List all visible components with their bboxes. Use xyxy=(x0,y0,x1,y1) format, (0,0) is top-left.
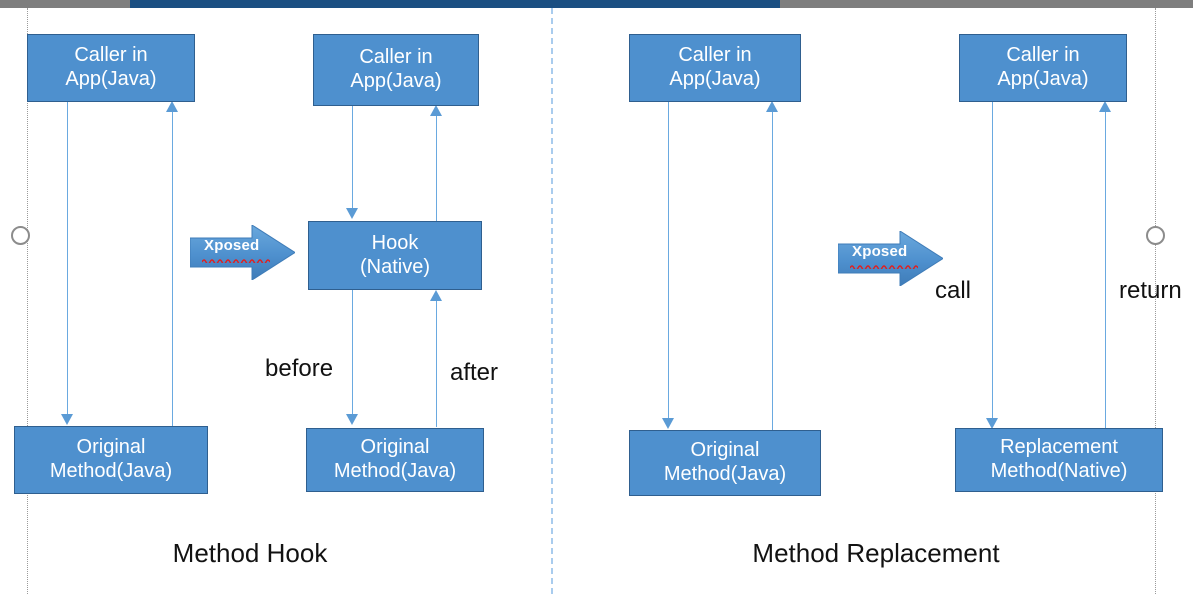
node-caller-app-2[interactable]: Caller in App(Java) xyxy=(313,34,479,106)
node-replacement-method[interactable]: Replacement Method(Native) xyxy=(955,428,1163,492)
xposed-arrow-label: Xposed xyxy=(852,243,908,260)
node-original-method-1[interactable]: Original Method(Java) xyxy=(14,426,208,494)
node-line-2: App(Java) xyxy=(669,68,761,90)
xposed-arrow-left[interactable]: Xposed xyxy=(190,225,295,280)
label-before: before xyxy=(265,355,334,382)
arrowhead-up-2a xyxy=(430,105,442,116)
block-arrow-icon xyxy=(838,231,943,286)
connector-return-4 xyxy=(1105,110,1106,428)
connector-call-3 xyxy=(668,102,669,424)
caption-method-replacement: Method Replacement xyxy=(752,538,1000,568)
node-line-1: Caller in xyxy=(678,44,752,67)
arrowhead-down-3 xyxy=(662,418,674,429)
selection-handle-right[interactable] xyxy=(1146,226,1165,245)
node-line-2: Method(Java) xyxy=(333,460,457,482)
node-line-1: Caller in xyxy=(74,44,148,67)
node-hook-native[interactable]: Hook (Native) xyxy=(308,221,482,290)
connector-call-2b xyxy=(352,290,353,420)
node-caller-app-3[interactable]: Caller in App(Java) xyxy=(629,34,801,102)
connector-call-2a xyxy=(352,106,353,212)
selection-handle-left[interactable] xyxy=(11,226,30,245)
arrowhead-up-4 xyxy=(1099,101,1111,112)
arrowhead-up-2b xyxy=(430,290,442,301)
arrowhead-down-4 xyxy=(986,418,998,429)
arrowhead-down-2a xyxy=(346,208,358,219)
node-original-method-2[interactable]: Original Method(Java) xyxy=(306,428,484,492)
connector-return-2a xyxy=(436,114,437,222)
label-return: return xyxy=(1119,277,1182,304)
label-call: call xyxy=(935,277,972,304)
arrowhead-down-1 xyxy=(61,414,73,425)
node-line-1: Caller in xyxy=(1006,44,1080,67)
selection-border-right xyxy=(1155,8,1156,594)
xposed-arrow-right[interactable]: Xposed xyxy=(838,231,943,286)
node-line-1: Caller in xyxy=(359,46,433,69)
connector-call-4 xyxy=(992,102,993,426)
panel-divider xyxy=(551,8,553,594)
node-line-2: App(Java) xyxy=(997,68,1089,90)
block-arrow-icon xyxy=(190,225,295,280)
connector-call-1 xyxy=(67,102,68,420)
node-line-2: App(Java) xyxy=(65,68,157,90)
node-line-1: Hook xyxy=(371,231,419,254)
label-after: after xyxy=(450,359,499,386)
arrowhead-up-3 xyxy=(766,101,778,112)
node-line-2: Method(Java) xyxy=(49,460,173,482)
caption-method-hook: Method Hook xyxy=(172,538,328,568)
node-line-2: (Native) xyxy=(359,255,430,278)
node-caller-app-4[interactable]: Caller in App(Java) xyxy=(959,34,1127,102)
node-line-1: Original xyxy=(76,436,146,459)
active-tab-indicator xyxy=(130,0,780,8)
node-line-2: Method(Java) xyxy=(663,463,787,485)
connector-return-1 xyxy=(172,110,173,426)
selection-border-left xyxy=(27,8,28,594)
arrowhead-down-2b xyxy=(346,414,358,425)
spellcheck-squiggle-icon xyxy=(202,259,270,263)
arrowhead-up-1 xyxy=(166,101,178,112)
node-line-1: Replacement xyxy=(1000,436,1118,459)
connector-return-2b xyxy=(436,299,437,427)
node-line-2: Method(Native) xyxy=(990,460,1128,482)
node-line-1: Original xyxy=(360,436,430,459)
node-line-2: App(Java) xyxy=(350,70,442,92)
node-caller-app-1[interactable]: Caller in App(Java) xyxy=(27,34,195,102)
node-line-1: Original xyxy=(690,439,760,462)
xposed-arrow-label: Xposed xyxy=(204,237,260,254)
spellcheck-squiggle-icon xyxy=(850,265,918,269)
connector-return-3 xyxy=(772,110,773,430)
node-original-method-3[interactable]: Original Method(Java) xyxy=(629,430,821,496)
